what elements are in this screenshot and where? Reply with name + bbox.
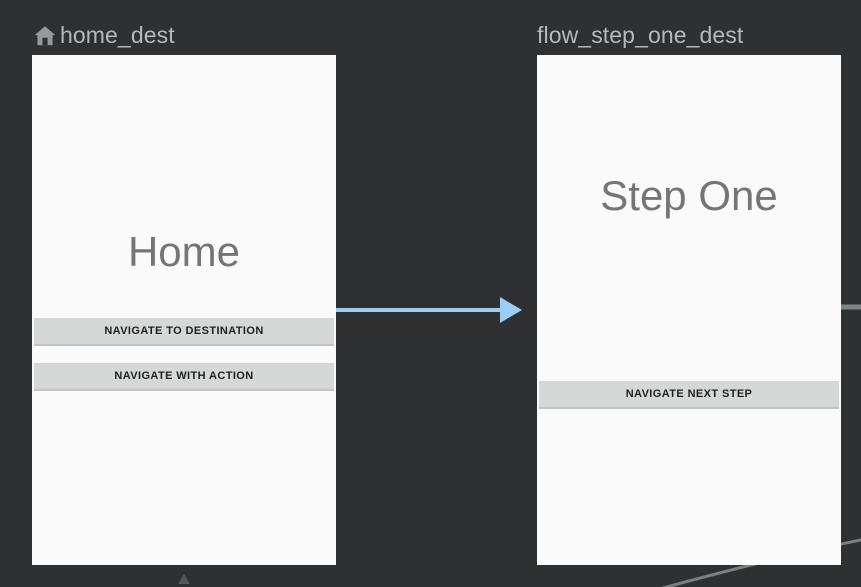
action-home-to-step-one-arrowhead[interactable] xyxy=(500,297,522,323)
destination-title-flow-step-one-dest[interactable]: flow_step_one_dest xyxy=(537,18,743,52)
navigate-with-action-button[interactable]: NAVIGATE WITH ACTION xyxy=(34,363,334,391)
screen-heading-step-one: Step One xyxy=(600,172,778,219)
destination-label: home_dest xyxy=(60,21,175,48)
destination-title-home-dest[interactable]: home_dest xyxy=(32,18,175,52)
home-icon xyxy=(32,23,58,49)
destination-label: flow_step_one_dest xyxy=(537,21,744,48)
screen-heading-home: Home xyxy=(127,228,241,275)
start-destination-marker xyxy=(178,574,190,584)
navigate-to-destination-button[interactable]: NAVIGATE TO DESTINATION xyxy=(34,318,334,346)
destination-preview-flow-step-one-dest[interactable]: Step One NAVIGATE NEXT STEP xyxy=(537,55,841,565)
destination-preview-home-dest[interactable]: Home NAVIGATE TO DESTINATION NAVIGATE WI… xyxy=(32,55,336,565)
navigate-next-step-button[interactable]: NAVIGATE NEXT STEP xyxy=(539,381,839,409)
